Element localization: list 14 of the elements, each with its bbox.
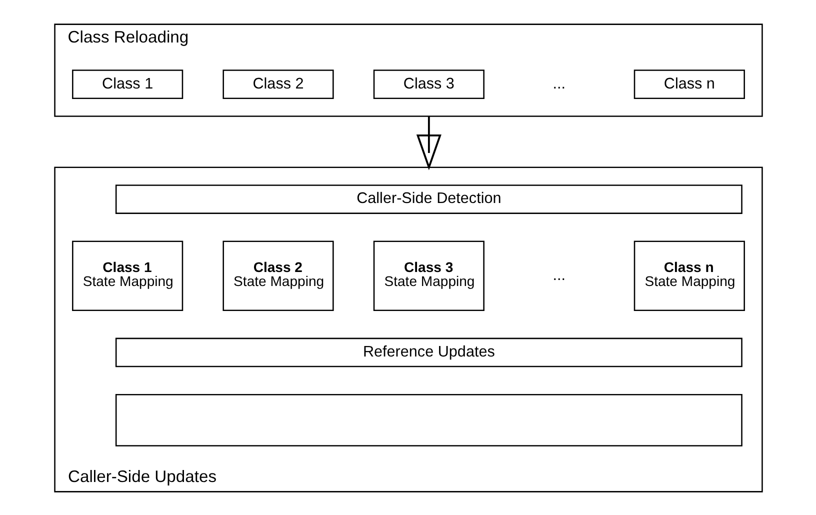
- node-box: Class 2: [222, 69, 334, 99]
- label: ...: [552, 266, 566, 284]
- node-box: Reference Updates: [114, 337, 742, 367]
- node-box: Class n State Mapping: [633, 240, 744, 310]
- node-box: Class 1 State Mapping: [72, 240, 183, 310]
- node-box: Class 2 State Mapping: [222, 240, 334, 310]
- node-box: Class 1: [72, 69, 183, 99]
- node-box: Class 3 State Mapping: [372, 240, 484, 310]
- node-box: Class 3: [372, 69, 484, 99]
- node-box: Caller-Side Detection: [114, 184, 742, 214]
- node-box: [114, 394, 742, 446]
- node-box: Class n: [633, 69, 744, 99]
- arrow: [416, 116, 441, 170]
- label: ...: [552, 74, 566, 92]
